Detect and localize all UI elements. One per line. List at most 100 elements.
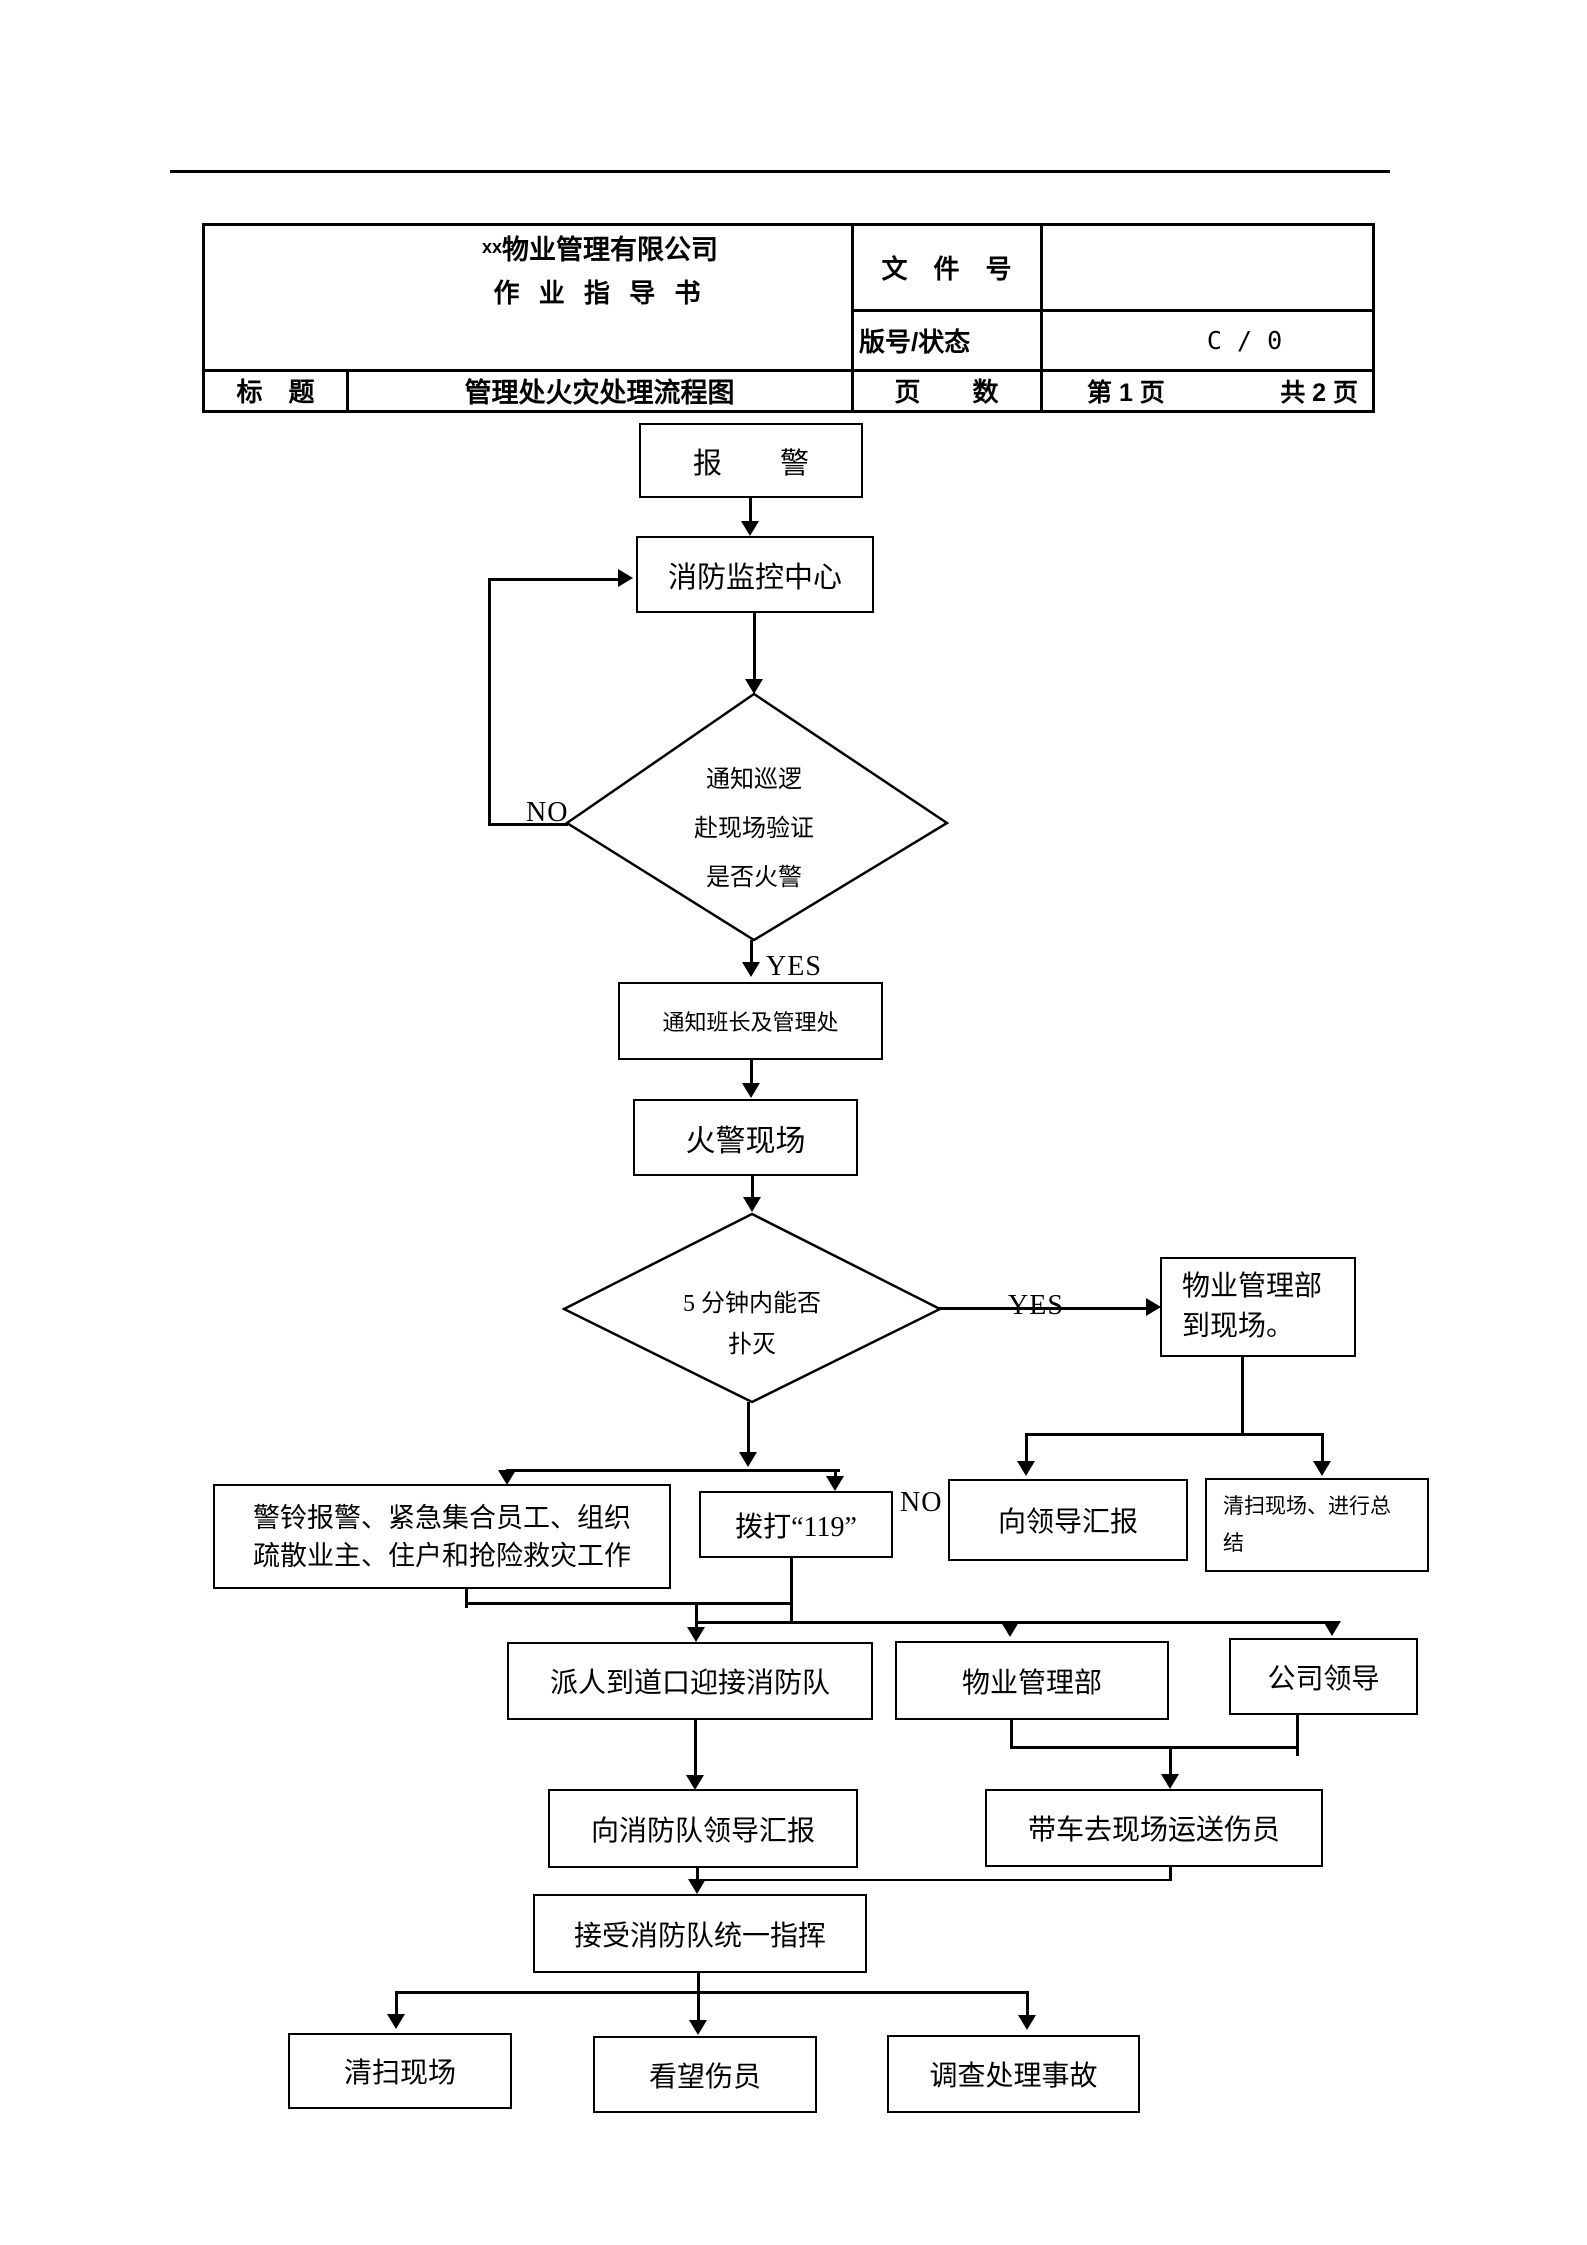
flow-box-fire-scene: 火警现场 bbox=[633, 1099, 858, 1176]
version-value: C / 0 bbox=[1206, 325, 1283, 355]
flow-box-monitor-center: 消防监控中心 bbox=[636, 536, 874, 613]
arrowhead-right bbox=[618, 569, 633, 587]
flow-box-report-brigade: 向消防队领导汇报 bbox=[548, 1789, 858, 1868]
branch-label-yes-extinguish: YES bbox=[1008, 1290, 1064, 1321]
flow-line bbox=[488, 823, 568, 826]
branch-label-yes-verify: YES bbox=[766, 951, 822, 982]
flow-line bbox=[396, 1991, 1028, 1994]
flow-box-clean-scene: 清扫现场 bbox=[288, 2033, 512, 2109]
company-title-cell: xx物业管理有限公司 作 业 指 导 书 bbox=[340, 230, 860, 308]
flow-line bbox=[749, 498, 752, 522]
arrowhead-down bbox=[1323, 1621, 1341, 1636]
clean-summary-line1: 清扫现场、进行总 bbox=[1223, 1494, 1391, 1518]
pmd-onsite-line1: 物业管理部 bbox=[1182, 1271, 1323, 1302]
arrowhead-down bbox=[739, 1452, 757, 1467]
pages-label: 页 数 bbox=[894, 377, 999, 407]
verify-line2: 赴现场验证 bbox=[694, 816, 814, 842]
flow-line bbox=[1169, 1746, 1172, 1774]
flow-box-clean-summary: 清扫现场、进行总 结 bbox=[1205, 1478, 1429, 1572]
company-name: 物业管理有限公司 bbox=[502, 235, 719, 265]
decision-extinguish-diamond bbox=[562, 1212, 942, 1404]
flow-box-dial-119: 拨打“119” bbox=[699, 1491, 893, 1558]
table-divider bbox=[851, 226, 854, 410]
alarm-bell-line2: 疏散业主、住户和抢险救灾工作 bbox=[253, 1540, 631, 1571]
alarm-bell-line1: 警铃报警、紧急集合员工、组织 bbox=[253, 1502, 631, 1533]
arrowhead-down bbox=[498, 1470, 516, 1485]
doc-type: 作 业 指 导 书 bbox=[493, 278, 707, 308]
flow-line bbox=[1241, 1357, 1244, 1435]
flow-line bbox=[938, 1307, 1146, 1310]
flow-line bbox=[489, 578, 619, 581]
version-label: 版号/状态 bbox=[859, 326, 971, 357]
pages-value-cell: 第 1 页 共 2 页 bbox=[1042, 371, 1372, 410]
flow-line bbox=[753, 613, 756, 679]
flow-line bbox=[465, 1602, 792, 1605]
flow-box-investigate: 调查处理事故 bbox=[887, 2035, 1140, 2113]
arrowhead-down bbox=[1017, 1461, 1035, 1476]
arrowhead-down bbox=[686, 1775, 704, 1790]
flow-box-alarm-bell: 警铃报警、紧急集合员工、组织 疏散业主、住户和抢险救灾工作 bbox=[213, 1484, 671, 1589]
arrowhead-down bbox=[687, 1627, 705, 1642]
branch-label-no-verify: NO bbox=[526, 797, 569, 828]
arrowhead-down bbox=[1161, 1774, 1179, 1789]
verify-line1: 通知巡逻 bbox=[706, 767, 802, 793]
flow-line bbox=[1010, 1720, 1013, 1748]
extinguish-line2: 扑灭 bbox=[728, 1332, 776, 1358]
flow-line bbox=[1010, 1746, 1298, 1749]
flow-line bbox=[465, 1588, 468, 1608]
flow-line bbox=[834, 1469, 837, 1477]
flow-line bbox=[1169, 1867, 1172, 1881]
arrowhead-down bbox=[742, 1083, 760, 1098]
arrowhead-down bbox=[742, 962, 760, 977]
branch-label-no-extinguish: NO bbox=[900, 1487, 943, 1518]
flow-box-meet-brigade: 派人到道口迎接消防队 bbox=[507, 1642, 873, 1720]
flow-line bbox=[790, 1558, 793, 1623]
flow-line bbox=[1296, 1715, 1299, 1756]
decision-verify-fire-diamond bbox=[565, 692, 949, 942]
page-top-rule bbox=[170, 170, 1390, 173]
flow-line bbox=[751, 1176, 754, 1198]
page-current: 第 1 页 bbox=[1087, 378, 1165, 407]
arrowhead-down bbox=[745, 679, 763, 694]
flow-line bbox=[700, 1879, 1170, 1881]
arrowhead-down bbox=[688, 1879, 706, 1894]
table-divider bbox=[346, 369, 349, 410]
flow-box-report-leaders: 向领导汇报 bbox=[948, 1479, 1188, 1561]
flow-box-transport-injured: 带车去现场运送伤员 bbox=[985, 1789, 1323, 1867]
flow-line bbox=[697, 1973, 700, 2020]
flow-line bbox=[1025, 1433, 1028, 1462]
flow-line bbox=[696, 1868, 699, 1880]
flow-box-company-leaders: 公司领导 bbox=[1229, 1638, 1418, 1715]
flow-box-pmd: 物业管理部 bbox=[895, 1641, 1169, 1720]
arrowhead-down bbox=[1001, 1622, 1019, 1637]
flow-line bbox=[395, 1991, 398, 2014]
flow-line bbox=[695, 1603, 698, 1627]
document-header-table: xx物业管理有限公司 作 业 指 导 书 文 件 号 版号/状态 C / 0 标… bbox=[202, 223, 1375, 413]
flow-line bbox=[1026, 1433, 1324, 1436]
pmd-onsite-line2: 到现场。 bbox=[1182, 1311, 1295, 1342]
doc-no-label: 文 件 号 bbox=[881, 254, 1012, 284]
arrowhead-right bbox=[1146, 1298, 1161, 1316]
flow-line bbox=[694, 1720, 697, 1775]
flow-box-notify-foreman: 通知班长及管理处 bbox=[618, 982, 883, 1060]
table-divider bbox=[205, 369, 1372, 372]
flow-box-unified-command: 接受消防队统一指挥 bbox=[533, 1894, 867, 1973]
arrowhead-down bbox=[689, 2020, 707, 2035]
clean-summary-line2: 结 bbox=[1223, 1531, 1244, 1555]
arrowhead-down bbox=[1018, 2015, 1036, 2030]
flow-box-pmd-onsite: 物业管理部 到现场。 bbox=[1160, 1257, 1356, 1357]
flow-line bbox=[1321, 1433, 1324, 1462]
flow-line bbox=[488, 578, 491, 826]
doc-no-value-cell bbox=[1042, 226, 1372, 309]
table-divider bbox=[851, 309, 1372, 312]
company-prefix: xx bbox=[481, 237, 503, 257]
extinguish-line1: 5 分钟内能否 bbox=[683, 1291, 821, 1317]
title-label: 标 题 bbox=[236, 377, 315, 407]
title-value: 管理处火灾处理流程图 bbox=[464, 378, 735, 408]
table-divider bbox=[1040, 226, 1043, 410]
arrowhead-down bbox=[743, 1197, 761, 1212]
arrowhead-down bbox=[826, 1476, 844, 1491]
flow-line bbox=[747, 1402, 750, 1452]
flow-box-visit-injured: 看望伤员 bbox=[593, 2036, 817, 2113]
